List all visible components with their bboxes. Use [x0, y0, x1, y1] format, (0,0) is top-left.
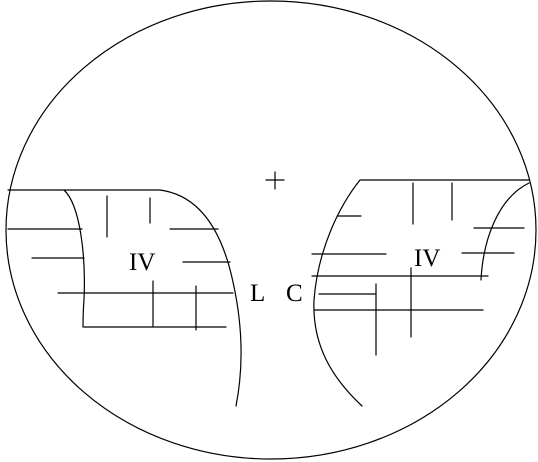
center-cross: [265, 171, 285, 190]
right-region-label: IV: [414, 245, 440, 272]
left-outer-curve: [159, 189, 242, 407]
left-region: [7, 189, 242, 407]
right-side-label: C: [286, 280, 303, 307]
left-region-label: IV: [129, 249, 155, 276]
right-inner-curve: [480, 182, 530, 281]
outer-ellipse: [5, 0, 537, 460]
left-side-label: L: [250, 280, 265, 307]
right-outer-curve: [313, 179, 363, 407]
right-region: [311, 179, 530, 407]
left-inner-curve: [63, 189, 85, 328]
